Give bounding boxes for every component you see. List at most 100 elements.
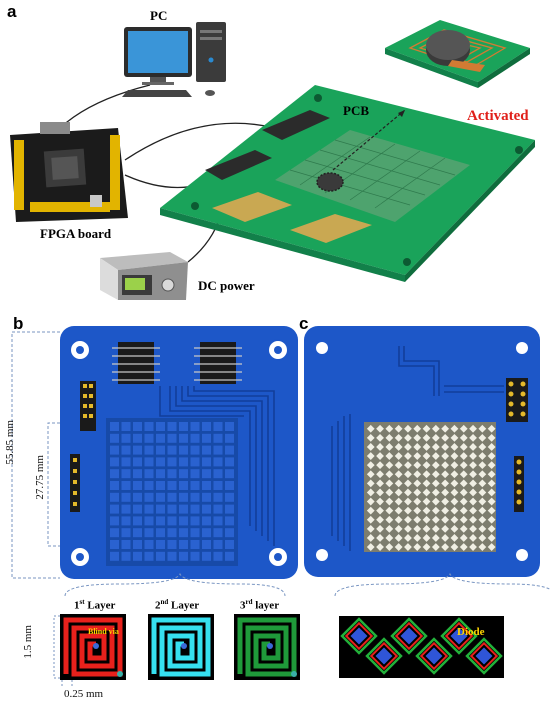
grid-electrode — [121, 433, 131, 443]
diode-label: Diode — [457, 626, 485, 638]
grid-electrode — [121, 445, 131, 455]
grid-diode-pad — [394, 443, 403, 451]
grid-electrode — [202, 540, 211, 549]
grid-diode-pad — [431, 497, 440, 506]
grid-diode-pad — [422, 515, 431, 524]
grid-diode-pad — [422, 470, 431, 479]
zoom-arrow — [332, 109, 406, 171]
grid-electrode — [167, 422, 177, 431]
grid-electrode — [213, 422, 223, 431]
grid-diode-pad — [441, 452, 450, 460]
grid-electrode — [121, 504, 131, 514]
grid-electrode — [110, 492, 119, 502]
grid-electrode — [179, 551, 188, 561]
grid-diode-pad — [404, 433, 412, 442]
grid-diode-pad — [404, 452, 412, 460]
diode-element — [340, 617, 378, 655]
grid-diode-pad — [450, 515, 459, 524]
grid-electrode — [144, 492, 154, 502]
layer-3-label: 3rd layer — [240, 598, 280, 612]
grid-electrode — [167, 528, 177, 538]
grid-electrode — [167, 504, 177, 514]
dim-inner-label: 27.75 mm — [34, 455, 46, 500]
grid-electrode — [167, 551, 177, 561]
grid-electrode — [179, 492, 188, 502]
grid-diode-pad — [450, 461, 459, 470]
grid-electrode — [190, 469, 200, 479]
grid-diode-pad — [478, 515, 487, 524]
grid-electrode — [202, 481, 211, 490]
grid-electrode — [156, 551, 165, 561]
grid-diode-pad — [366, 452, 375, 460]
grid-electrode — [179, 469, 188, 479]
grid-electrode — [144, 422, 154, 431]
diode-element — [465, 637, 503, 675]
grid-electrode — [213, 492, 223, 502]
grid-diode-pad — [366, 497, 375, 506]
grid-diode-pad — [404, 488, 412, 497]
grid-diode-pad — [376, 515, 384, 524]
grid-electrode — [156, 433, 165, 443]
grid-electrode — [213, 504, 223, 514]
panel-letter-a: a — [7, 2, 17, 21]
dim-trace-label: 0.25 mm — [64, 688, 104, 700]
grid-electrode — [121, 528, 131, 538]
grid-electrode — [167, 457, 177, 467]
grid-diode-pad — [450, 479, 459, 488]
grid-diode-pad — [366, 515, 375, 524]
grid-diode-pad — [459, 515, 468, 524]
grid-electrode — [179, 504, 188, 514]
diode-element — [415, 637, 453, 675]
dim-outer-label: 55.85 mm — [4, 420, 16, 465]
dim-coil-label: 1.5 mm — [22, 625, 34, 659]
grid-electrode — [202, 469, 211, 479]
grid-electrode — [121, 516, 131, 526]
grid-electrode — [121, 540, 131, 549]
grid-electrode — [190, 492, 200, 502]
grid-diode-pad — [422, 424, 431, 433]
grid-diode-pad — [413, 452, 422, 460]
grid-electrode — [156, 457, 165, 467]
pcb-label: PCB — [343, 103, 369, 118]
grid-diode-pad — [478, 452, 487, 460]
grid-electrode — [190, 481, 200, 490]
grid-electrode — [167, 481, 177, 490]
grid-electrode — [133, 469, 142, 479]
grid-diode-pad — [441, 488, 450, 497]
layer-2-coil — [148, 614, 214, 680]
grid-electrode — [110, 457, 119, 467]
activated-label: Activated — [467, 108, 529, 124]
grid-electrode — [225, 516, 234, 526]
grid-diode-pad — [422, 506, 431, 515]
grid-electrode — [213, 481, 223, 490]
dc-power-icon — [100, 252, 188, 300]
grid-electrode — [190, 516, 200, 526]
grid-electrode — [144, 433, 154, 443]
grid-electrode — [110, 540, 119, 549]
pc-label: PC — [150, 8, 168, 23]
grid-electrode — [190, 422, 200, 431]
grid-electrode — [121, 492, 131, 502]
pc-icon — [122, 22, 226, 97]
grid-diode-pad — [450, 524, 459, 533]
grid-electrode — [144, 504, 154, 514]
grid-diode-pad — [376, 497, 384, 506]
grid-electrode — [110, 445, 119, 455]
grid-diode-pad — [376, 461, 384, 470]
grid-diode-pad — [469, 433, 477, 442]
grid-electrode — [156, 481, 165, 490]
grid-diode-pad — [404, 424, 412, 433]
grid-electrode — [202, 492, 211, 502]
grid-diode-pad — [394, 452, 403, 460]
grid-electrode — [144, 540, 154, 549]
layer-3-coil — [234, 614, 300, 680]
grid-diode-pad — [394, 515, 403, 524]
grid-diode-pad — [450, 433, 459, 442]
layer-1-label: 1st Layer — [74, 598, 116, 612]
grid-electrode — [213, 528, 223, 538]
grid-electrode — [225, 481, 234, 490]
grid-diode-pad — [385, 452, 394, 460]
grid-diode-pad — [459, 452, 468, 460]
grid-diode-pad — [441, 443, 450, 451]
panel-c-zoom-curve — [334, 572, 550, 597]
